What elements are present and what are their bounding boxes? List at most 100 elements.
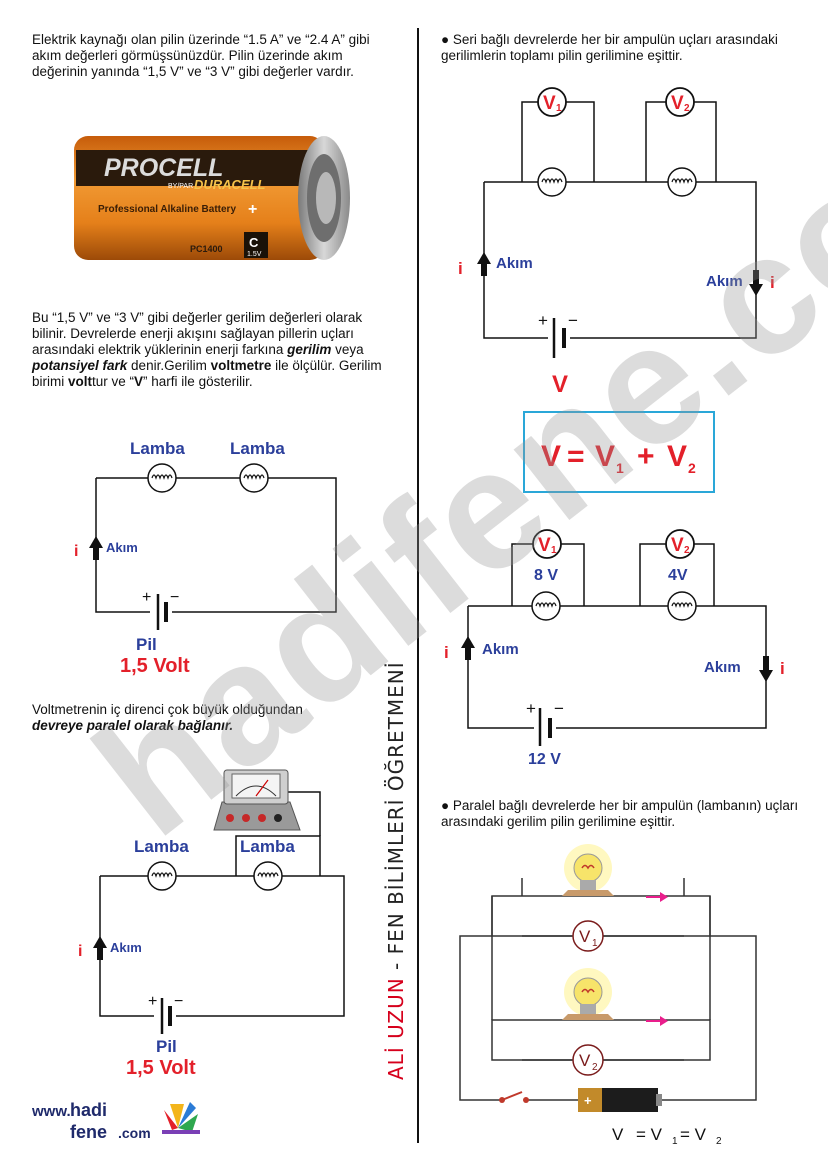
term-potansiyel-fark: potansiyel fark xyxy=(32,358,128,373)
term-volt: volt xyxy=(68,374,93,389)
battery-value: 1,5 Volt xyxy=(120,655,190,677)
current-label-left: Akım xyxy=(482,641,519,658)
battery-bypre: BY/PAR xyxy=(168,183,193,190)
battery-label: Pil xyxy=(156,1037,177,1056)
battery-minus: − xyxy=(568,311,578,330)
current-arrow-up-icon xyxy=(93,936,107,960)
voltmeter-text: Voltmetrenin iç direnci çok büyük olduğu… xyxy=(32,702,303,717)
voltmeter-1-value: 8 V xyxy=(534,567,558,584)
series-circuit-voltmeters: V 1 V 2 i Akım Akım i + − V xyxy=(458,87,775,398)
lamp-2 xyxy=(253,861,283,891)
lamp-1-label: Lamba xyxy=(130,439,185,458)
site-logo: www. hadi fene .com xyxy=(31,1098,212,1153)
lamp-1 xyxy=(147,463,177,493)
battery-symbol xyxy=(538,708,552,746)
current-label: Akım xyxy=(106,540,138,555)
series-circuit-basic: Lamba Lamba + − i Akım Pil 1,5 Volt xyxy=(74,439,337,677)
current-label-left: Akım xyxy=(496,255,533,272)
logo-hadi: hadi xyxy=(70,1100,107,1120)
logo-com: .com xyxy=(118,1125,151,1141)
battery-minus: − xyxy=(170,589,179,606)
lamp-2 xyxy=(667,167,697,197)
current-symbol-right: i xyxy=(780,659,785,678)
formula-v2-sub: 2 xyxy=(688,460,696,476)
series-circuit-values: V 1 V 2 8 V 4V i Akım Akım i + − 12 V xyxy=(444,529,785,768)
current-arrow-down-icon xyxy=(749,270,763,296)
battery-label: Pil xyxy=(136,635,157,654)
formula-v: V xyxy=(541,440,561,473)
battery-label: V xyxy=(552,371,568,398)
author-title: FEN BİLİMLERİ ÖĞRETMENİ xyxy=(384,661,408,955)
battery-model: PC1400 xyxy=(190,244,223,254)
author-name: ALİ UZUN xyxy=(384,977,408,1080)
battery-plus: + xyxy=(142,589,151,606)
current-label-right: Akım xyxy=(706,273,743,290)
voltmeter-2-label: V xyxy=(671,93,684,114)
voltmeter-2-sub: 2 xyxy=(684,103,690,114)
voltmeter-2: V 2 xyxy=(665,529,695,559)
lamp-2-icon xyxy=(562,968,614,1020)
voltmeter-1: V 1 xyxy=(537,87,567,117)
battery-size: C xyxy=(249,235,259,250)
lamp-2-label: Lamba xyxy=(230,439,285,458)
voltmeter-device-icon xyxy=(213,769,301,831)
voltmeter-2-label: V xyxy=(579,1051,591,1070)
battery-plus-mark: + xyxy=(248,201,257,218)
parallel-formula-sub2: 2 xyxy=(716,1136,722,1147)
voltmeter-paragraph: Voltmetrenin iç direnci çok büyük olduğu… xyxy=(32,702,392,734)
battery-brand-duracell: DURACELL xyxy=(194,177,266,192)
logo-emblem-icon xyxy=(162,1102,200,1134)
battery-minus: − xyxy=(554,699,564,718)
current-label: Akım xyxy=(110,940,142,955)
voltage-text-2: veya xyxy=(331,342,364,357)
battery-brand-procell: PROCELL xyxy=(104,154,223,182)
voltmeter-1-label: V xyxy=(543,93,556,114)
term-gerilim: gerilim xyxy=(287,342,332,357)
battery-voltage: 1.5V xyxy=(247,251,262,258)
battery-image: PROCELL BY/PAR DURACELL Professional Alk… xyxy=(74,136,350,260)
battery-value: 12 V xyxy=(528,751,561,768)
lamp-1 xyxy=(537,167,567,197)
voltage-text-6: ” harfi ile gösterilir. xyxy=(143,374,253,389)
battery-plus: + xyxy=(526,699,536,718)
author-vertical-text: ALİ UZUN - FEN BİLİMLERİ ÖĞRETMENİ xyxy=(384,661,408,1080)
current-symbol-left: i xyxy=(444,643,449,662)
aa-battery-plus: + xyxy=(584,1093,592,1108)
intro-paragraph: Elektrik kaynağı olan pilin üzerinde “1.… xyxy=(32,32,370,79)
lamp-1 xyxy=(147,861,177,891)
current-arrow-right-icon xyxy=(646,1016,668,1026)
parallel-formula-eq2: = V xyxy=(680,1125,707,1144)
voltage-paragraph: Bu “1,5 V” ve “3 V” gibi değerler gerili… xyxy=(32,310,392,390)
voltmeter-1-label: V xyxy=(579,927,591,946)
voltmeter-1-sub: 1 xyxy=(551,545,557,556)
current-symbol-left: i xyxy=(458,259,463,278)
voltmeter-1-sub: 1 xyxy=(556,103,562,114)
formula-plus: + xyxy=(637,440,655,473)
series-formula-box: V = V 1 + V 2 xyxy=(523,411,715,493)
voltmeter-2-sub: 2 xyxy=(684,545,690,556)
parallel-formula-v: V xyxy=(612,1125,624,1144)
voltage-text-5: tur ve “ xyxy=(92,374,135,389)
voltmeter-1: V 1 xyxy=(572,920,604,952)
logo-fene: fene xyxy=(70,1122,107,1142)
battery-symbol xyxy=(156,594,168,630)
battery-caption: Professional Alkaline Battery xyxy=(98,204,236,215)
voltage-text-3: denir.Gerilim xyxy=(127,358,211,373)
current-arrow-up-icon xyxy=(461,636,475,660)
formula-equals: = xyxy=(567,440,585,473)
current-symbol: i xyxy=(74,543,78,560)
voltage-text-4: ile ölçülür. Gerilim birimi xyxy=(32,358,382,389)
current-label-right: Akım xyxy=(704,659,741,676)
voltmeter-2: V 2 xyxy=(572,1044,604,1076)
current-symbol: i xyxy=(78,943,82,960)
switch-icon[interactable] xyxy=(499,1091,529,1103)
current-symbol-right: i xyxy=(770,273,775,292)
battery-symbol xyxy=(552,318,566,358)
battery-minus: − xyxy=(174,993,183,1010)
parallel-formula-eq1: = V xyxy=(636,1125,663,1144)
parallel-paragraph: ● Paralel bağlı devrelerde her bir ampul… xyxy=(441,798,799,829)
voltmeter-1-sub: 1 xyxy=(592,938,598,949)
battery-symbol xyxy=(160,998,172,1034)
battery-value: 1,5 Volt xyxy=(126,1057,196,1079)
battery-plus: + xyxy=(538,311,548,330)
